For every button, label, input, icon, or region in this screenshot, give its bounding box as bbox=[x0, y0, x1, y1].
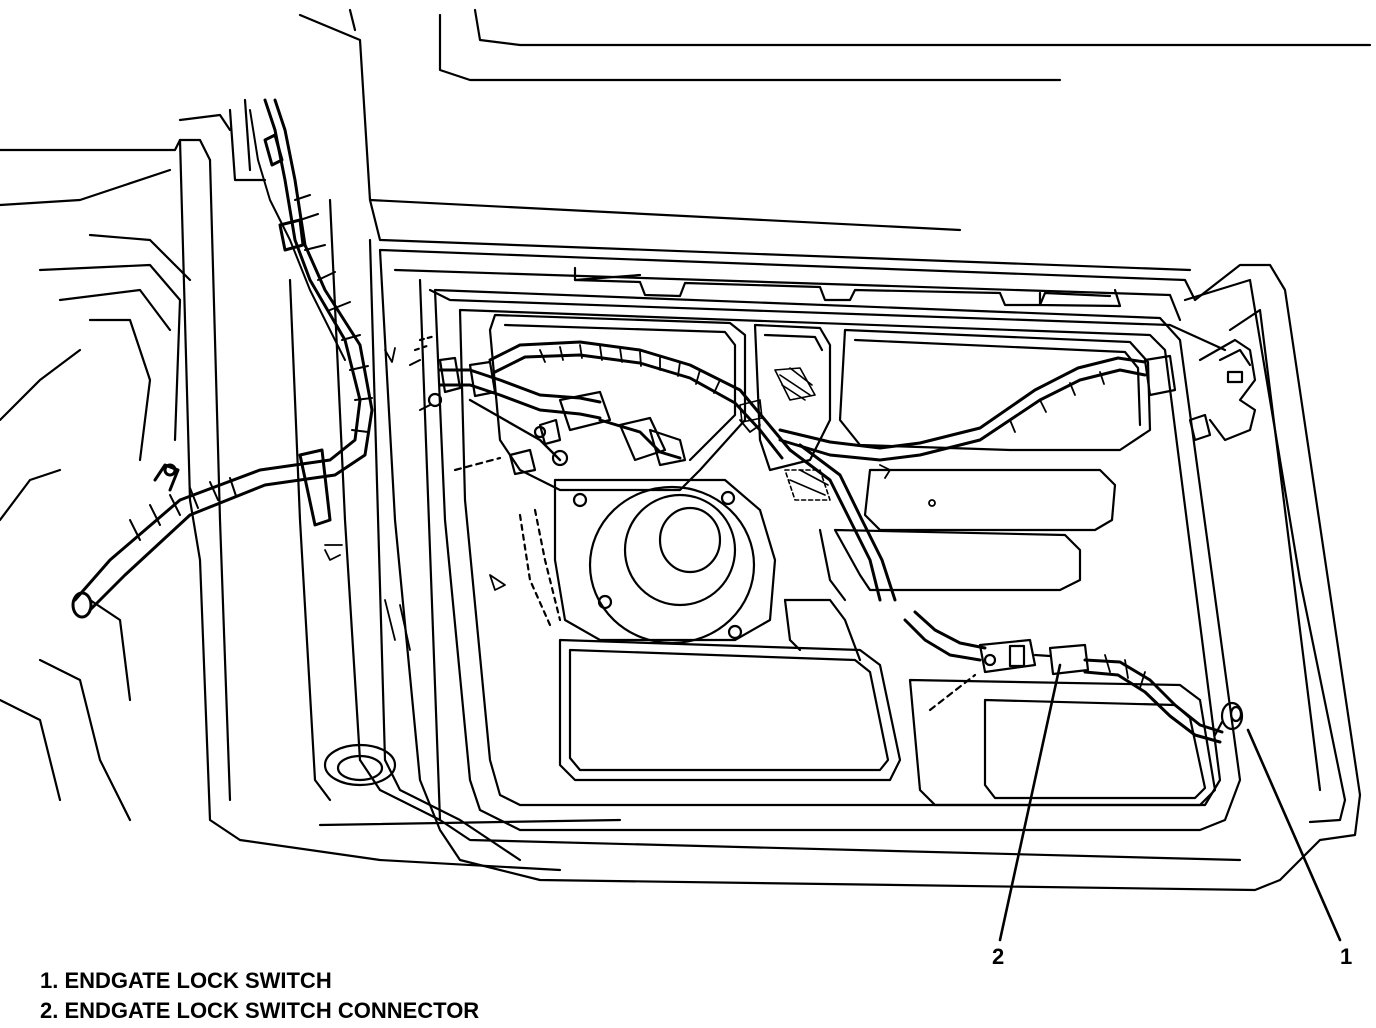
opening-upper-center bbox=[753, 323, 832, 472]
callout-leaders bbox=[998, 663, 1342, 942]
harness-connectors-upper bbox=[409, 334, 1177, 476]
opening-lower-right bbox=[783, 598, 1217, 807]
harness-lower bbox=[903, 610, 1224, 744]
misc-details bbox=[324, 347, 936, 651]
lock-switch bbox=[1213, 701, 1244, 737]
opening-lower-left bbox=[558, 638, 902, 782]
hinge-bracket bbox=[1188, 338, 1257, 442]
inner-door-panel bbox=[433, 288, 1242, 832]
hatched-region bbox=[739, 367, 831, 501]
body-panel-outline bbox=[0, 8, 1372, 272]
left-pillar bbox=[0, 98, 622, 872]
leader-line-1 bbox=[1246, 728, 1342, 942]
speaker bbox=[518, 478, 777, 645]
lock-switch-connector bbox=[928, 638, 1090, 712]
leader-line-2 bbox=[998, 663, 1062, 942]
opening-upper-left bbox=[488, 313, 747, 492]
legend-item-2: 2. ENDGATE LOCK SWITCH CONNECTOR bbox=[40, 998, 480, 1023]
opening-middle-right bbox=[818, 468, 1117, 602]
callout-2: 2 bbox=[992, 944, 1005, 969]
top-rail bbox=[573, 266, 1122, 308]
callout-1: 1 bbox=[1340, 944, 1353, 969]
endgate-door-outer bbox=[378, 248, 1362, 892]
legend-item-1: 1. ENDGATE LOCK SWITCH bbox=[40, 968, 332, 993]
opening-upper-right bbox=[838, 328, 1152, 452]
wiring-harness-left bbox=[71, 98, 374, 619]
